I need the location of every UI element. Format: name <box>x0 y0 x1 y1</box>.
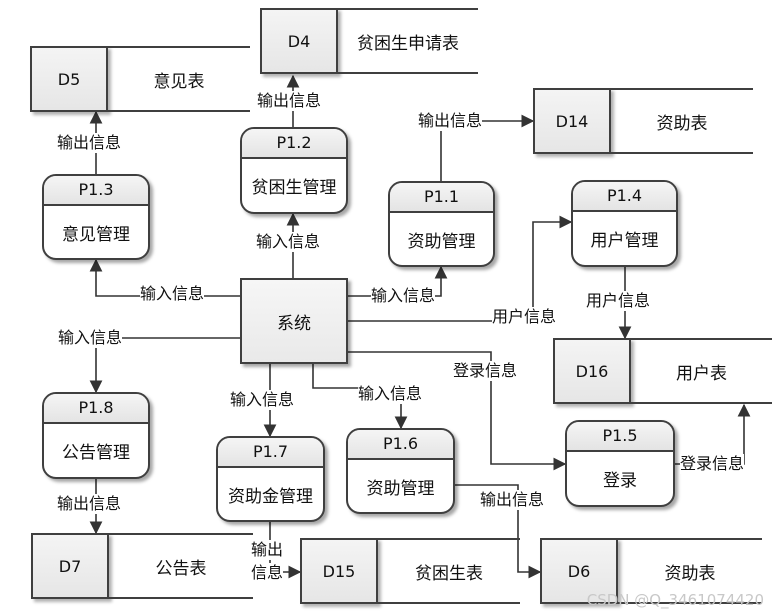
flow-sys-p16 <box>312 364 408 430</box>
system-label: 系统 <box>277 313 311 334</box>
flow-label: 输出信息 <box>57 133 122 153</box>
process-id: P1.8 <box>44 394 148 424</box>
process-name: 资助管理 <box>366 478 435 499</box>
store-d14: D14 资助表 <box>533 88 753 154</box>
process-p17: P1.7 资助金管理 <box>216 436 325 522</box>
store-id: D15 <box>300 538 378 604</box>
store-name: 公告表 <box>109 533 253 599</box>
store-name: 贫困生表 <box>378 538 520 604</box>
process-p12: P1.2 贫困生管理 <box>240 127 348 214</box>
process-name: 贫困生管理 <box>251 178 337 198</box>
store-id: D5 <box>30 46 108 112</box>
process-id: P1.5 <box>567 422 673 452</box>
store-id: D6 <box>540 538 618 604</box>
store-d6: D6 资助表 <box>540 538 762 604</box>
store-id: D4 <box>260 8 338 74</box>
process-id: P1.1 <box>390 183 493 213</box>
store-d4: D4 贫困生申请表 <box>260 8 478 74</box>
store-id: D16 <box>553 338 631 404</box>
system-box: 系统 <box>240 278 348 364</box>
process-id: P1.6 <box>348 430 453 460</box>
store-name: 用户表 <box>631 338 772 404</box>
flow-label: 输入信息 <box>230 390 295 410</box>
store-d15: D15 贫困生表 <box>300 538 520 604</box>
process-p15: P1.5 登录 <box>565 420 675 507</box>
store-d7: D7 公告表 <box>31 533 253 599</box>
flow-label: 信息 <box>251 563 284 583</box>
process-id: P1.2 <box>242 129 346 159</box>
store-name: 意见表 <box>108 46 250 112</box>
flow-label: 登录信息 <box>453 361 518 381</box>
process-name: 公告管理 <box>62 443 130 463</box>
process-id: P1.4 <box>573 182 676 212</box>
process-id: P1.7 <box>218 438 323 468</box>
process-name: 资助管理 <box>407 231 476 252</box>
watermark: CSDN @Q_3461074420 <box>586 591 764 609</box>
store-d5: D5 意见表 <box>30 46 250 112</box>
store-id: D14 <box>533 88 611 154</box>
flow-label: 输出信息 <box>418 111 483 131</box>
flow-label: 输出 <box>251 540 284 560</box>
flow-label: 输入信息 <box>58 328 123 348</box>
process-name: 资助金管理 <box>228 486 313 507</box>
store-name: 资助表 <box>611 88 753 154</box>
process-id: P1.3 <box>44 176 148 206</box>
flow-label: 输入信息 <box>140 284 205 304</box>
flow-label: 登录信息 <box>680 454 745 474</box>
flow-label: 用户信息 <box>492 307 557 327</box>
store-id: D7 <box>31 533 109 599</box>
flow-label: 输出信息 <box>257 91 322 111</box>
process-name: 意见管理 <box>62 224 130 245</box>
store-d16: D16 用户表 <box>553 338 772 404</box>
process-p18: P1.8 公告管理 <box>42 392 150 479</box>
process-p16: P1.6 资助管理 <box>346 428 455 514</box>
flow-label: 输出信息 <box>480 490 545 510</box>
flow-sys-p14 <box>348 215 573 322</box>
flow-label: 输出信息 <box>57 494 122 514</box>
process-p14: P1.4 用户管理 <box>571 180 678 267</box>
process-name: 登录 <box>603 471 637 491</box>
store-name: 贫困生申请表 <box>338 8 478 74</box>
flow-p16-d6 <box>455 484 542 579</box>
flow-login-p15 <box>348 351 567 471</box>
process-p11: P1.1 资助管理 <box>388 181 495 267</box>
flow-label: 输入信息 <box>256 232 321 252</box>
flow-label: 输入信息 <box>358 384 423 404</box>
process-p13: P1.3 意见管理 <box>42 174 150 260</box>
process-name: 用户管理 <box>590 231 659 251</box>
flow-label: 用户信息 <box>586 291 651 311</box>
flow-label: 输入信息 <box>371 286 436 306</box>
store-name: 资助表 <box>618 538 762 604</box>
